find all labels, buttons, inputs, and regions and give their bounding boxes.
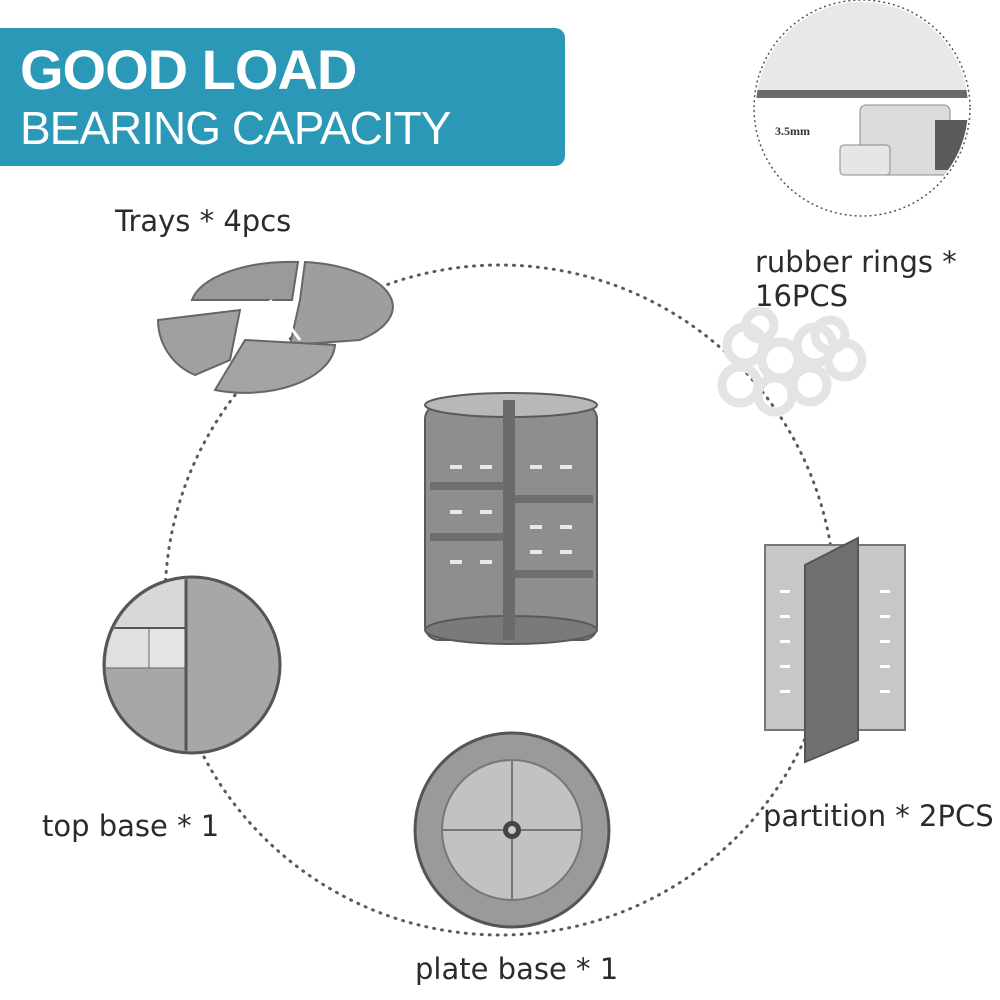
banner-heading: GOOD LOAD — [20, 38, 357, 101]
rubber-rings-image — [717, 306, 867, 417]
thickness-detail-callout: 3.5mm — [753, 0, 971, 217]
rubber-rings-count-label: 16PCS — [755, 279, 849, 313]
banner-subheading: BEARING CAPACITY — [20, 102, 451, 154]
plate-base-label: plate base * 1 — [415, 952, 619, 986]
top-base-image — [102, 575, 282, 755]
top-base-label: top base * 1 — [42, 809, 220, 843]
rubber-rings-label: rubber rings * — [755, 245, 957, 279]
thickness-label: 3.5mm — [775, 124, 810, 138]
partition-image — [764, 536, 906, 764]
plate-base-image — [413, 731, 611, 929]
assembled-organizer-image — [424, 392, 598, 645]
header-banner — [0, 28, 565, 166]
partition-label: partition * 2PCS — [763, 799, 994, 833]
trays-image — [156, 260, 394, 394]
trays-label: Trays * 4pcs — [115, 204, 292, 238]
